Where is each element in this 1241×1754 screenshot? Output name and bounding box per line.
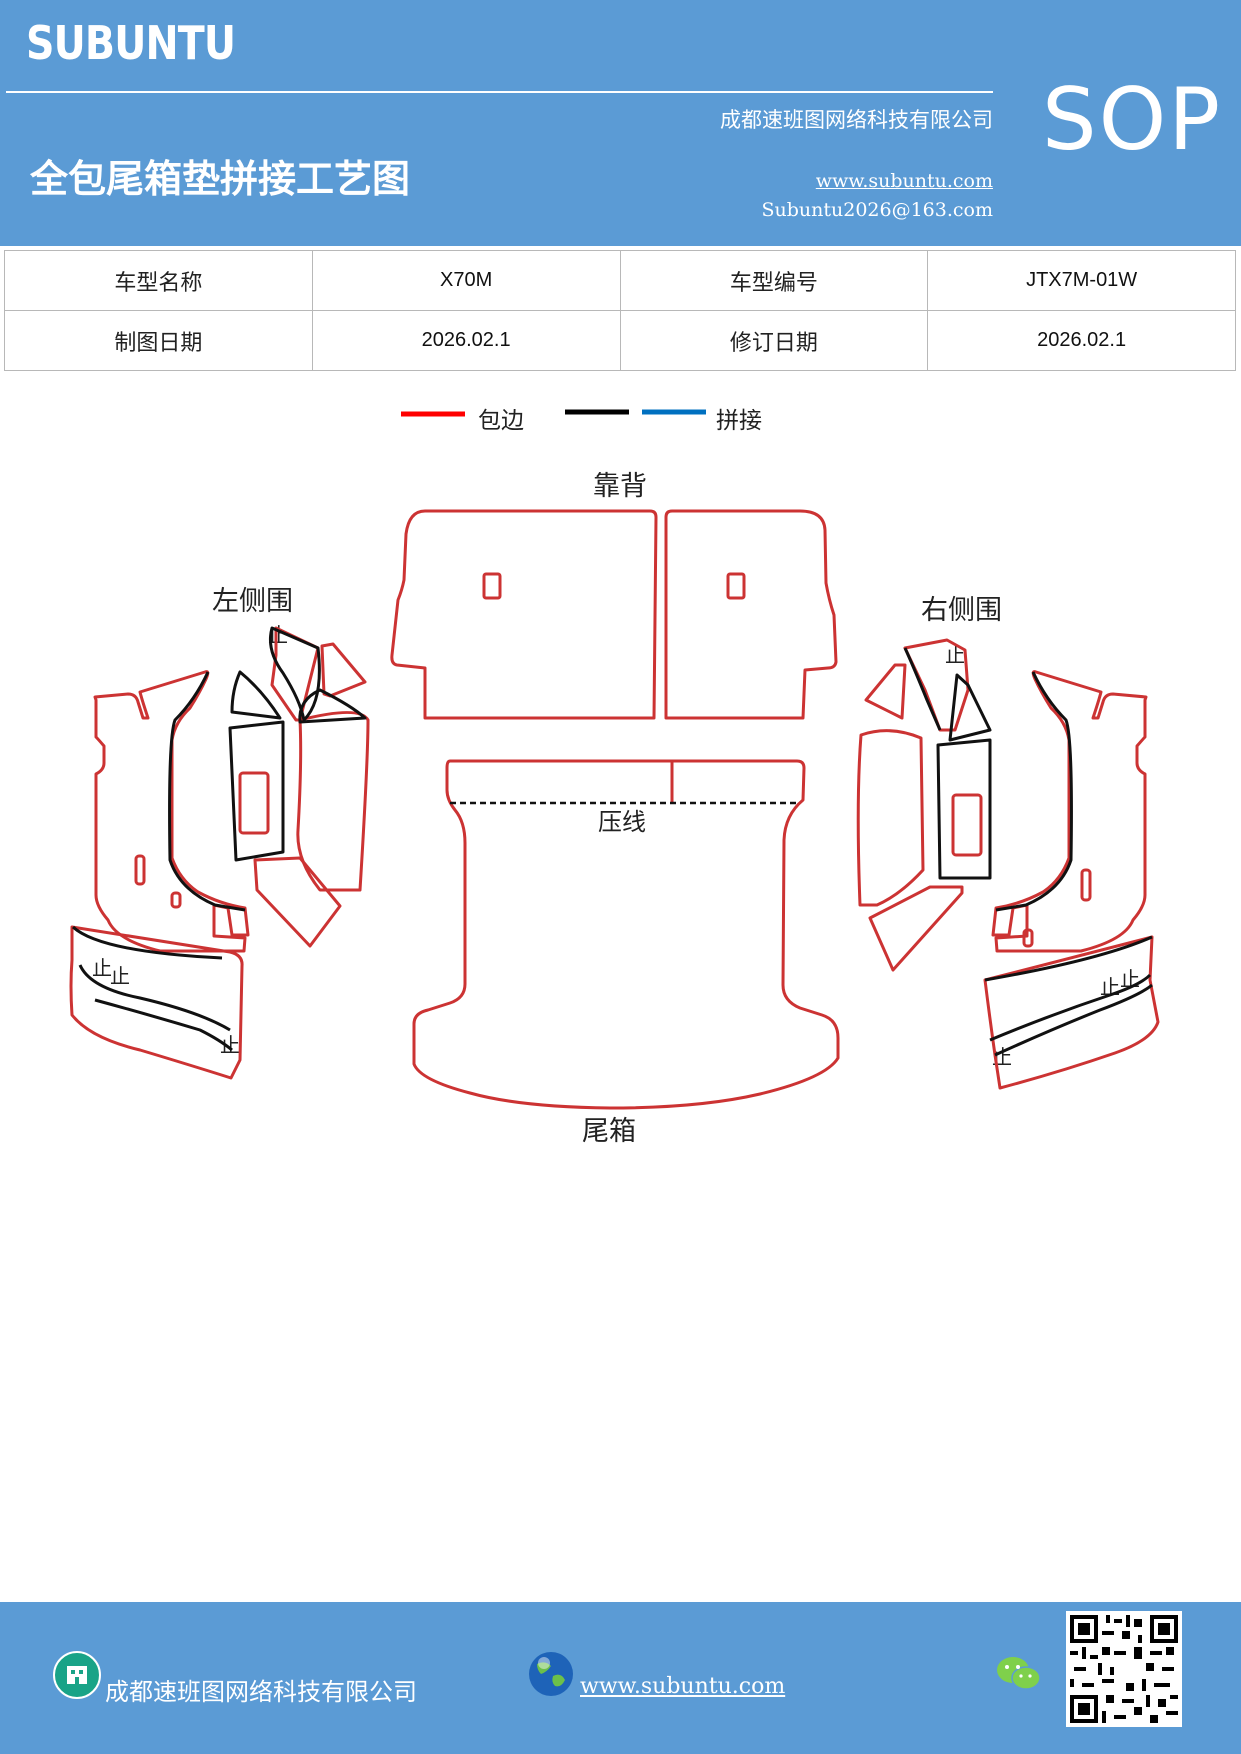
qr-code-image [1066, 1611, 1182, 1727]
seam-line [298, 688, 367, 724]
left-side-outer [93, 670, 250, 953]
table-row: 车型名称 X70M 车型编号 JTX7M-01W [4, 250, 1236, 311]
header-company: 成都速班图网络科技有限公司 [720, 108, 993, 132]
right-side-label: 右侧围 [921, 595, 1002, 626]
seam-line [268, 626, 321, 722]
left-side-slot [170, 891, 182, 909]
left-side-label: 左侧围 [212, 586, 293, 617]
model-code-label: 车型编号 [619, 250, 929, 311]
right-side-top-piece-2 [864, 663, 907, 720]
revise-date-label: 修订日期 [619, 310, 929, 371]
info-table: 车型名称 X70M 车型编号 JTX7M-01W 制图日期 2026.02.1 … [4, 250, 1236, 371]
wechat-icon[interactable] [996, 1654, 1042, 1694]
stop-mark: 止 [220, 1033, 240, 1057]
seam-line [989, 973, 1152, 1042]
page-title: 全包尾箱垫拼接工艺图 [30, 157, 411, 201]
model-name-value: X70M [311, 250, 621, 311]
stop-mark: 止 [92, 956, 112, 980]
left-side-top-piece-2 [320, 642, 367, 698]
qr-code [1066, 1611, 1182, 1727]
stop-mark: 止 [110, 964, 130, 988]
footer-website-link[interactable]: www.subuntu.com [580, 1674, 786, 1699]
right-side-slot [1022, 928, 1034, 948]
left-side-lower-outer [69, 925, 244, 1080]
right-side-lower-piece [868, 885, 964, 972]
right-side-top-piece [903, 638, 970, 732]
right-side-mid-piece [856, 729, 925, 907]
right-side-lower-outer [983, 935, 1160, 1090]
seam-line [984, 935, 1153, 982]
left-side-slot [134, 854, 146, 886]
legend-label-splice: 拼接 [716, 408, 762, 434]
seam-line [936, 738, 992, 880]
left-side-mid-piece [296, 711, 370, 892]
seam-line [230, 670, 282, 720]
backrest-right-panel [664, 509, 838, 720]
globe-icon [529, 1652, 573, 1696]
table-row: 制图日期 2026.02.1 修订日期 2026.02.1 [4, 310, 1236, 371]
seam-line [94, 998, 233, 1052]
right-side-slot [951, 793, 983, 857]
model-code-value: JTX7M-01W [927, 250, 1236, 311]
seam-line [994, 983, 1153, 1057]
header-divider [6, 91, 993, 93]
seam-paths [71, 626, 1153, 1057]
model-name-label: 车型名称 [4, 250, 313, 311]
seam-line [168, 671, 246, 912]
press-line-label: 压线 [598, 808, 646, 836]
draw-date-label: 制图日期 [4, 310, 313, 371]
backrest-slot [482, 572, 502, 600]
seam-line [78, 964, 231, 1032]
seam-line [948, 673, 992, 742]
building-icon [53, 1651, 101, 1699]
right-side-outer [991, 670, 1148, 953]
trunk-label: 尾箱 [582, 1116, 636, 1147]
seam-line [903, 647, 942, 731]
left-side-lower-piece [253, 856, 342, 948]
legend-label-binding: 包边 [478, 408, 524, 434]
brand-logo: SUBUNTU [26, 16, 236, 70]
header-website-link[interactable]: www.subuntu.com [815, 170, 993, 192]
header-banner [0, 0, 1241, 246]
left-side-slot [238, 771, 270, 835]
seam-line [228, 720, 285, 862]
footer-company: 成都速班图网络科技有限公司 [105, 1678, 417, 1706]
right-side-slot [1080, 868, 1092, 902]
seam-line [71, 925, 223, 960]
revise-date-value: 2026.02.1 [927, 310, 1236, 371]
trunk-floor-panel [412, 759, 840, 1110]
sop-label: SOP [1042, 70, 1223, 170]
header-email[interactable]: Subuntu2026@163.com [761, 199, 993, 221]
backrest-label: 靠背 [593, 471, 647, 502]
stop-mark: 止 [945, 643, 965, 667]
draw-date-value: 2026.02.1 [311, 310, 621, 371]
seam-line [995, 671, 1073, 912]
backrest-slot [726, 572, 746, 600]
backrest-left-panel [390, 509, 658, 720]
